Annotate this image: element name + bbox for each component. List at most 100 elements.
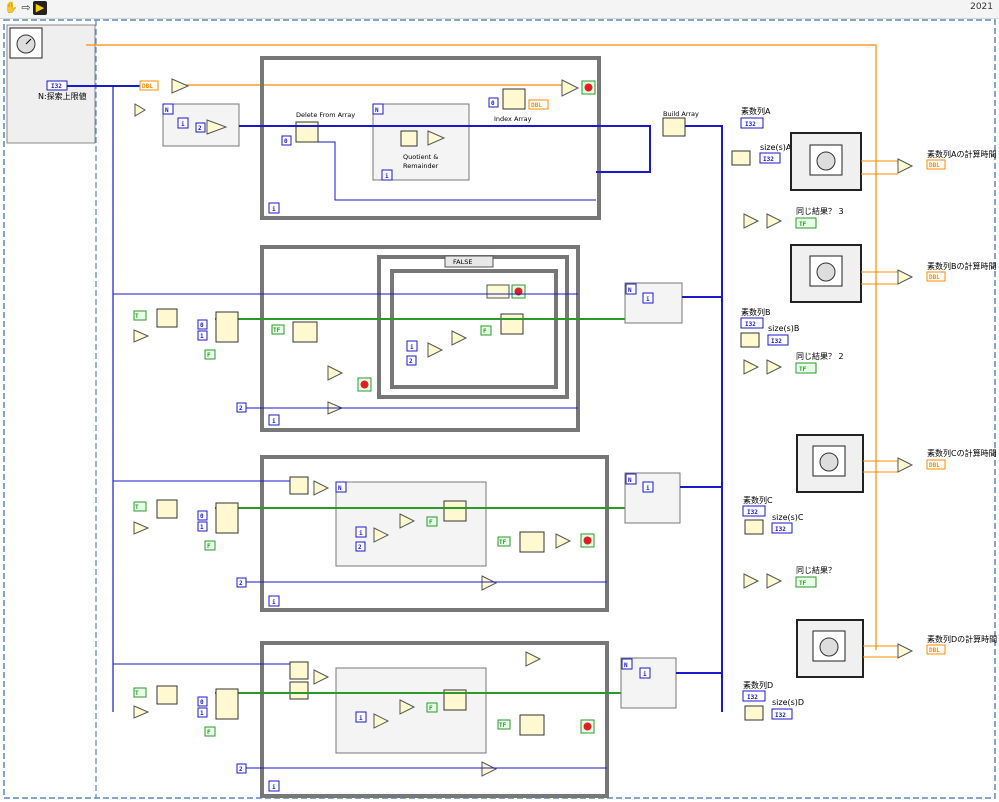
- svg-text:T: T: [135, 504, 139, 511]
- array-size-node-a[interactable]: [731, 150, 751, 166]
- replace-array-node-c[interactable]: [443, 500, 467, 522]
- replace-array-node-d[interactable]: [443, 689, 467, 711]
- while-loop-a: [260, 56, 601, 220]
- svg-text:DBL: DBL: [929, 462, 940, 469]
- svg-text:i: i: [272, 784, 276, 791]
- replace-array-node-b[interactable]: [500, 313, 524, 335]
- size-c-indicator[interactable]: [771, 522, 793, 534]
- case-selector-label[interactable]: FALSE: [453, 258, 472, 266]
- index-array-label: Index Array: [494, 115, 532, 123]
- svg-text:I32: I32: [745, 121, 756, 128]
- array-size-node-b[interactable]: [740, 332, 760, 348]
- timer-frame-a: [790, 132, 862, 191]
- svg-text:2: 2: [239, 405, 243, 412]
- primes-a-label: 素数列A: [741, 106, 771, 116]
- quotient-remainder-node[interactable]: [400, 130, 418, 147]
- hand-icon[interactable]: ✋: [4, 1, 18, 14]
- while-loop-b: [260, 245, 580, 432]
- quotient-node-d[interactable]: [289, 661, 309, 680]
- svg-text:1: 1: [200, 710, 204, 717]
- replace-subset-b[interactable]: [215, 311, 239, 343]
- svg-text:TF: TF: [799, 366, 807, 373]
- replace-subset-c[interactable]: [215, 502, 239, 534]
- svg-text:2: 2: [239, 766, 243, 773]
- array-size-node-d[interactable]: [744, 705, 764, 721]
- svg-text:N: N: [375, 107, 379, 114]
- same-result-3-indicator[interactable]: [795, 217, 817, 229]
- primes-c-label: 素数列C: [743, 495, 773, 505]
- stopwatch-icon: [816, 151, 836, 171]
- svg-text:0: 0: [200, 322, 204, 329]
- size-d-label: size(s)D: [772, 698, 804, 707]
- svg-text:DBL: DBL: [929, 647, 940, 654]
- stopwatch-icon: [819, 452, 839, 472]
- init-array-c[interactable]: [156, 499, 178, 519]
- size-b-label: size(s)B: [768, 324, 799, 333]
- replace-subset-d[interactable]: [215, 688, 239, 720]
- svg-text:TF: TF: [273, 327, 281, 334]
- stopwatch-icon: [819, 637, 839, 657]
- time-a-indicator[interactable]: [926, 159, 946, 170]
- size-a-indicator[interactable]: [759, 152, 781, 164]
- results-b: 素数列B I32 size(s)B I32 同じ結果？ 2 TF: [740, 307, 844, 375]
- svg-text:I32: I32: [771, 338, 782, 345]
- primes-b-indicator[interactable]: [740, 317, 764, 329]
- primes-c-indicator[interactable]: [742, 505, 766, 517]
- for-loop-c-inner: [335, 481, 487, 567]
- while-loop-d: [260, 641, 609, 798]
- svg-text:F: F: [429, 705, 433, 712]
- build-array-label: Build Array: [663, 110, 699, 118]
- svg-text:i: i: [359, 530, 363, 537]
- svg-text:F: F: [429, 519, 433, 526]
- svg-text:I32: I32: [763, 156, 774, 163]
- size-b-indicator[interactable]: [767, 334, 789, 346]
- primes-b-label: 素数列B: [741, 307, 771, 317]
- search-node-c[interactable]: [519, 531, 545, 553]
- time-outputs: 素数列Aの計算時間 DBL 素数列Bの計算時間 DBL 素数列Cの計算時間 DB…: [861, 149, 997, 659]
- svg-text:2: 2: [239, 580, 243, 587]
- init-array-b[interactable]: [156, 308, 178, 328]
- quotient-node-c[interactable]: [289, 476, 309, 495]
- svg-text:2: 2: [198, 125, 202, 132]
- svg-text:DBL: DBL: [929, 162, 940, 169]
- svg-text:F: F: [483, 328, 487, 335]
- same-result-1-indicator[interactable]: [795, 576, 817, 588]
- svg-text:1: 1: [200, 333, 204, 340]
- time-b-indicator[interactable]: [926, 271, 946, 282]
- inner-while-loop-b: [390, 269, 558, 389]
- run-arrow-icon[interactable]: ▶: [33, 1, 47, 15]
- index-array-node[interactable]: [502, 88, 526, 110]
- while-loop-c: [260, 455, 609, 612]
- svg-text:2: 2: [409, 358, 413, 365]
- svg-text:DBL: DBL: [929, 274, 940, 281]
- same-result-2-indicator[interactable]: [795, 362, 817, 374]
- timer-frame-b: [790, 244, 862, 303]
- build-array-wire: [685, 125, 723, 712]
- svg-text:N: N: [338, 485, 342, 492]
- svg-text:i: i: [359, 715, 363, 722]
- svg-text:0: 0: [284, 138, 288, 145]
- svg-text:DBL: DBL: [142, 83, 153, 90]
- svg-text:TF: TF: [499, 722, 507, 729]
- search-node-d[interactable]: [519, 714, 545, 736]
- size-d-indicator[interactable]: [771, 708, 793, 720]
- primes-d-indicator[interactable]: [742, 690, 766, 702]
- init-array-d[interactable]: [156, 685, 178, 705]
- array-size-node-c[interactable]: [744, 519, 764, 535]
- time-d-indicator[interactable]: [926, 644, 946, 655]
- primes-a-indicator[interactable]: [740, 117, 764, 129]
- svg-text:Quotient &: Quotient &: [403, 153, 438, 161]
- time-c-indicator[interactable]: [926, 459, 946, 470]
- n-upper-type: I32: [51, 83, 62, 90]
- step-arrow-icon[interactable]: ⇨: [21, 1, 31, 14]
- svg-text:N: N: [624, 662, 628, 669]
- svg-text:2: 2: [358, 544, 362, 551]
- search-node-b[interactable]: [292, 321, 318, 343]
- n-upper-label: N:探索上限値: [38, 91, 87, 101]
- build-array-node[interactable]: [662, 117, 686, 137]
- svg-text:N: N: [628, 477, 632, 484]
- for-loop-a-inner: [372, 103, 470, 181]
- svg-text:i: i: [410, 344, 414, 351]
- square-root-node-d[interactable]: [289, 681, 309, 700]
